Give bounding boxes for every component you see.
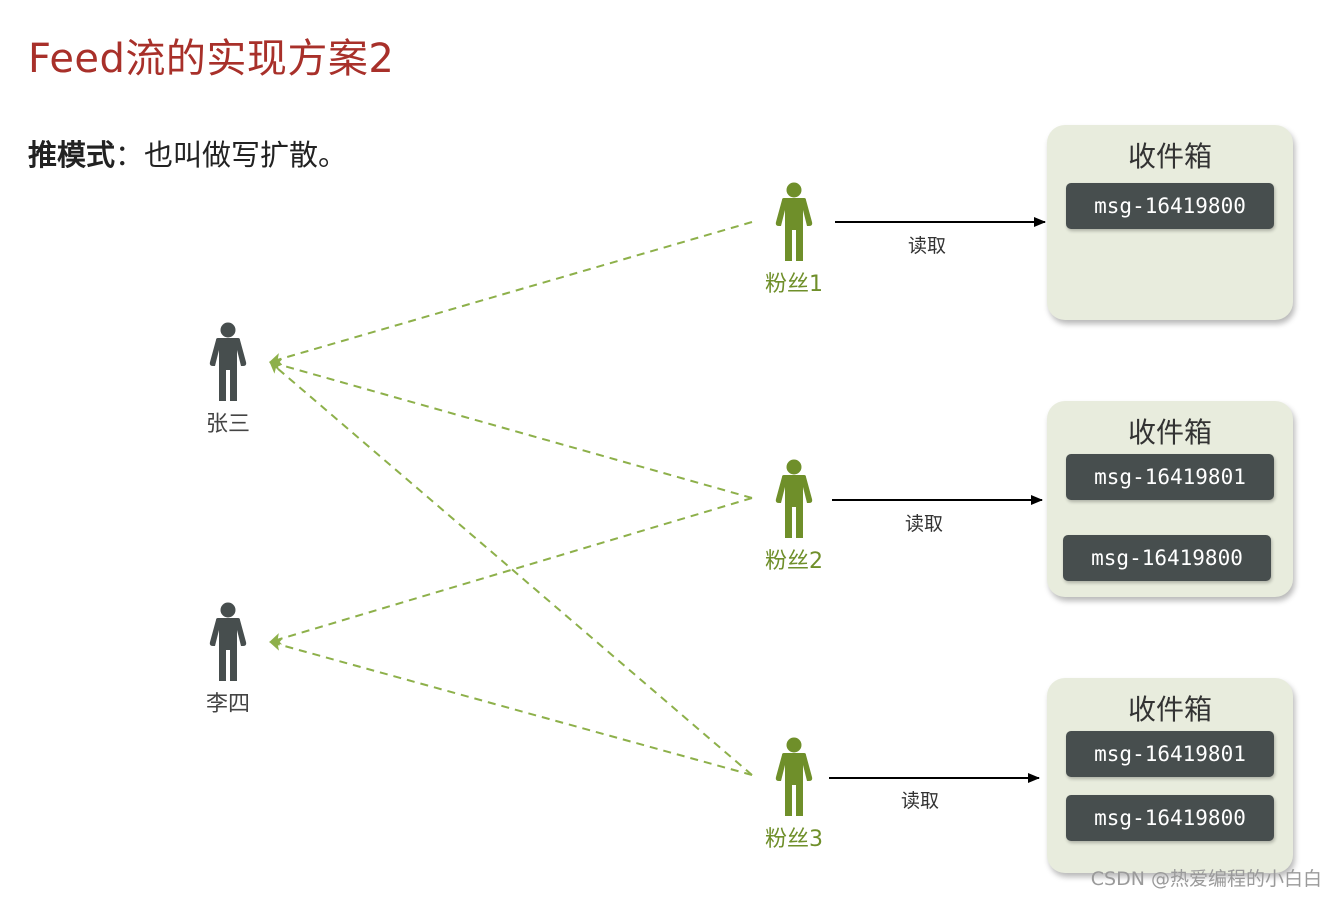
- author-label: 张三: [205, 412, 250, 437]
- read-label-fan3: 读取: [901, 790, 940, 812]
- person-icon: [775, 737, 813, 816]
- push-link-fan1-zhangsan: [269, 221, 753, 365]
- fan-1: 粉丝1: [749, 182, 839, 298]
- read-label-fan2: 读取: [905, 513, 944, 535]
- subtitle: 推模式：也叫做写扩散。: [28, 132, 347, 174]
- author-label: 李四: [205, 692, 250, 717]
- page-title: Feed流的实现方案2: [28, 36, 395, 82]
- read-label-fan1: 读取: [908, 235, 947, 257]
- push-link-fan3-lisi: [269, 639, 753, 776]
- inbox-title: 收件箱: [1127, 416, 1212, 449]
- message-item: msg-16419801: [1066, 731, 1274, 777]
- person-icon: [209, 322, 247, 401]
- message-item: msg-16419801: [1066, 454, 1274, 500]
- inbox-fan3: 收件箱 msg-16419801 msg-16419800: [1047, 678, 1293, 873]
- push-link-fan3-zhangsan: [269, 361, 753, 776]
- author-zhangsan: 张三: [183, 322, 273, 438]
- fan-label: 粉丝1: [765, 272, 823, 297]
- push-mode-description: ：也叫做写扩散。: [115, 138, 348, 172]
- message-item: msg-16419800: [1063, 535, 1271, 581]
- message-item: msg-16419800: [1066, 183, 1274, 229]
- push-link-fan2-zhangsan: [269, 359, 753, 499]
- person-icon: [775, 459, 813, 538]
- fan-3: 粉丝3: [749, 737, 839, 853]
- push-mode-term: 推模式: [28, 138, 116, 172]
- inbox-fan1: 收件箱 msg-16419800: [1047, 125, 1293, 320]
- author-lisi: 李四: [183, 602, 273, 718]
- watermark: CSDN @热爱编程的小白白: [1090, 868, 1322, 890]
- fan-2: 粉丝2: [749, 459, 839, 575]
- fan-label: 粉丝3: [765, 827, 823, 852]
- fan-label: 粉丝2: [765, 549, 823, 574]
- inbox-title: 收件箱: [1127, 140, 1212, 173]
- message-item: msg-16419800: [1066, 795, 1274, 841]
- push-link-fan2-lisi: [269, 497, 753, 645]
- inbox-title: 收件箱: [1127, 693, 1212, 726]
- person-icon: [775, 182, 813, 261]
- person-icon: [209, 602, 247, 681]
- inbox-fan2: 收件箱 msg-16419801 msg-16419800: [1047, 401, 1293, 597]
